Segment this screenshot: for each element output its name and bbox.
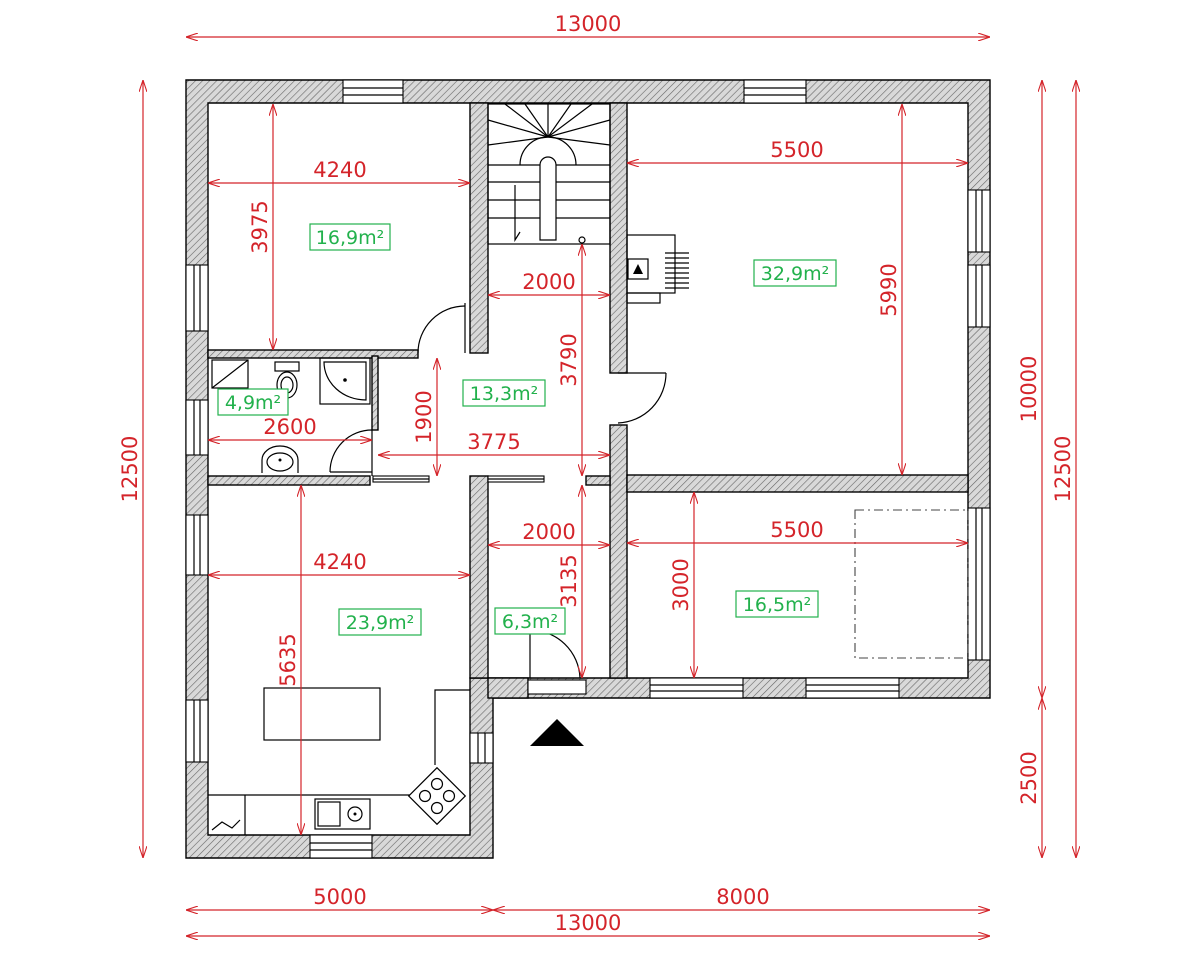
window-right-1	[967, 189, 991, 253]
kitchen-table	[263, 687, 381, 741]
fireplace	[626, 234, 689, 304]
dimension-lines	[143, 37, 1076, 936]
window-left-4	[185, 699, 209, 763]
dim-room-br-height: 3000	[669, 558, 693, 611]
dim-hall-width: 3775	[467, 430, 520, 454]
dim-right-total: 12500	[1051, 436, 1075, 503]
area-kitchen: 23,9m²	[346, 612, 414, 634]
door-living-room	[617, 372, 667, 424]
dim-bottom-left: 5000	[313, 885, 366, 909]
dim-bedroom-tl-width: 4240	[313, 158, 366, 182]
window-left-3	[185, 514, 209, 576]
walls	[185, 79, 991, 859]
dim-bedroom-tl-height: 3975	[248, 200, 272, 253]
windows	[185, 79, 991, 859]
entrance-arrow-icon	[530, 719, 584, 746]
doors	[329, 303, 667, 695]
room-bed-outline	[854, 509, 969, 659]
dim-right-porch: 2500	[1017, 751, 1041, 804]
dim-hall-corridor-height: 1900	[412, 390, 436, 443]
area-room-tr: 32,9m²	[761, 263, 829, 285]
bath-washing-machine	[211, 359, 249, 389]
dim-left-total: 12500	[118, 436, 142, 503]
dim-room-br-width: 5500	[770, 518, 823, 542]
kitchen-counter	[208, 689, 470, 835]
wall-interior-h4	[626, 474, 969, 493]
wall-entry-jamb	[487, 677, 529, 699]
dim-top-total: 13000	[555, 12, 622, 36]
wall-interior-v2	[469, 475, 489, 679]
dim-room-tr-width: 5500	[770, 138, 823, 162]
window-bottom-2	[805, 677, 900, 699]
door-sliding-vestibule	[487, 475, 545, 483]
bath-sink	[261, 445, 299, 473]
area-bathroom: 4,9m²	[225, 392, 281, 414]
dim-room-tr-height: 5990	[877, 263, 901, 316]
dim-kitchen-height: 5635	[276, 633, 300, 686]
wall-interior-h2	[207, 475, 371, 486]
dim-vestibule-width: 2000	[522, 520, 575, 544]
outer-wall	[185, 79, 991, 859]
bath-shower	[319, 357, 371, 405]
wall-interior-v1	[469, 102, 489, 354]
window-left-1	[185, 264, 209, 332]
fixtures	[208, 103, 969, 835]
staircase	[487, 103, 611, 245]
dim-hall-height: 3790	[557, 333, 581, 386]
dim-bottom-right: 8000	[716, 885, 769, 909]
dim-right-main: 10000	[1017, 356, 1041, 423]
area-labels: 16,9m² 32,9m² 4,9m² 13,3m² 6,3m² 16,5m² …	[217, 223, 837, 636]
window-bottom-kitchen	[309, 834, 373, 859]
door-bedroom	[417, 303, 466, 354]
window-bottom-1	[649, 677, 744, 699]
dim-vestibule-height: 3135	[557, 554, 581, 607]
area-vestibule: 6,3m²	[502, 611, 558, 633]
wall-interior-h1	[207, 349, 419, 359]
area-hall: 13,3m²	[470, 383, 538, 405]
door-sliding-kitchen	[372, 475, 430, 483]
dimension-labels: 13000 5000 8000 13000 12500 12500 10000 …	[118, 12, 1075, 935]
area-room-br: 16,5m²	[743, 594, 811, 616]
door-entrance	[527, 629, 587, 695]
area-bedroom-tl: 16,9m²	[316, 227, 384, 249]
window-right-2	[967, 264, 991, 328]
window-left-2	[185, 399, 209, 456]
door-bathroom	[329, 429, 373, 476]
dim-bath-width: 2600	[263, 415, 316, 439]
area-stove-hob	[407, 766, 467, 826]
window-kitchen-side	[469, 732, 494, 764]
wall-interior-h3	[585, 475, 611, 486]
wall-interior-v4	[609, 424, 628, 679]
window-right-3	[967, 507, 991, 661]
wall-interior-v3	[609, 102, 628, 374]
window-top-right	[743, 79, 807, 104]
dim-kitchen-width: 4240	[313, 550, 366, 574]
dim-stair-width: 2000	[522, 270, 575, 294]
dim-bottom-total: 13000	[555, 911, 622, 935]
kitchen-sink	[314, 798, 371, 830]
wall-bath-partition	[371, 355, 379, 431]
window-top-left	[342, 79, 404, 104]
